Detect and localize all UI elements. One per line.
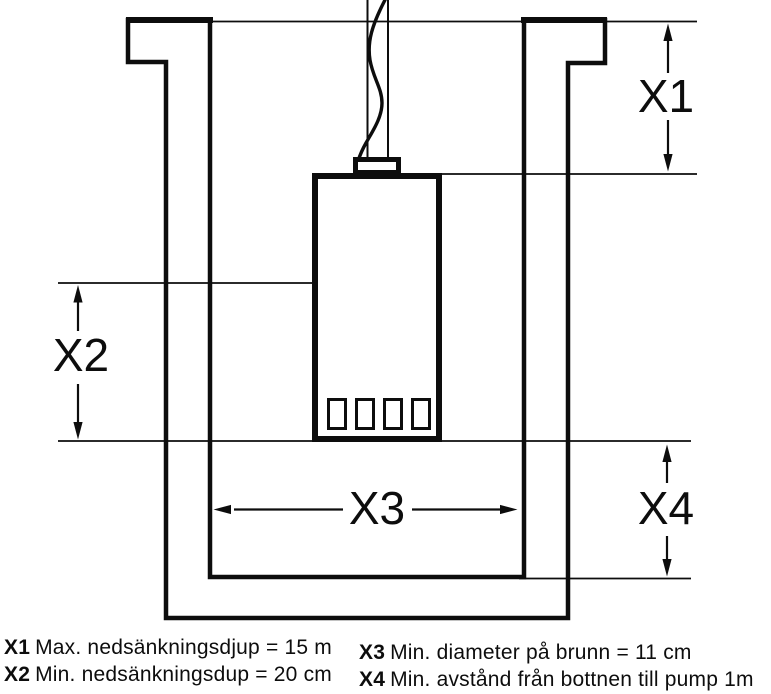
dimension-x3: X3 xyxy=(213,482,518,534)
legend-text-x1: Max. nedsänkningsdjup = 15 m xyxy=(35,636,332,659)
pump-cable-gland xyxy=(353,157,401,175)
legend-key-x3: X3 xyxy=(359,641,386,664)
cable-wave xyxy=(356,0,387,163)
dimension-x2: X2 xyxy=(53,285,109,440)
legend-key-x2: X2 xyxy=(4,663,31,686)
pump-inlet-slot xyxy=(411,398,431,430)
pump xyxy=(312,157,442,442)
x2-arrowhead-down-icon xyxy=(73,422,83,440)
pump-inlet-slots xyxy=(327,398,431,430)
x2-label: X2 xyxy=(53,329,109,381)
legend-key-x1: X1 xyxy=(4,636,31,659)
well-outline xyxy=(125,17,608,621)
pump-inlet-slot xyxy=(355,398,375,430)
dimension-x4: X4 xyxy=(638,444,694,577)
x1-arrowhead-down-icon xyxy=(663,154,673,172)
x4-arrowhead-down-icon xyxy=(662,559,672,577)
legend-text-x2: Min. nedsänkningsdup = 20 cm xyxy=(35,663,332,686)
x4-arrowhead-up-icon xyxy=(662,444,672,462)
power-cable xyxy=(356,0,389,163)
pump-inlet-slot xyxy=(383,398,403,430)
x1-arrowhead-up-icon xyxy=(663,23,673,41)
x3-arrowhead-right-icon xyxy=(500,504,518,515)
legend-text-x3: Min. diameter på brunn = 11 cm xyxy=(390,641,692,664)
pump-body xyxy=(312,173,442,442)
x3-arrowhead-left-icon xyxy=(213,504,231,515)
x1-label: X1 xyxy=(638,70,694,122)
legend-text-x4: Min. avstånd från bottnen till pump 1m xyxy=(390,668,754,691)
well-wall-outline xyxy=(125,17,608,621)
x4-label: X4 xyxy=(638,482,694,534)
pump-inlet-slot xyxy=(327,398,347,430)
x3-label: X3 xyxy=(349,482,405,534)
dimension-x1: X1 xyxy=(638,23,694,172)
x2-arrowhead-up-icon xyxy=(73,285,83,303)
legend-key-x4: X4 xyxy=(359,668,386,691)
